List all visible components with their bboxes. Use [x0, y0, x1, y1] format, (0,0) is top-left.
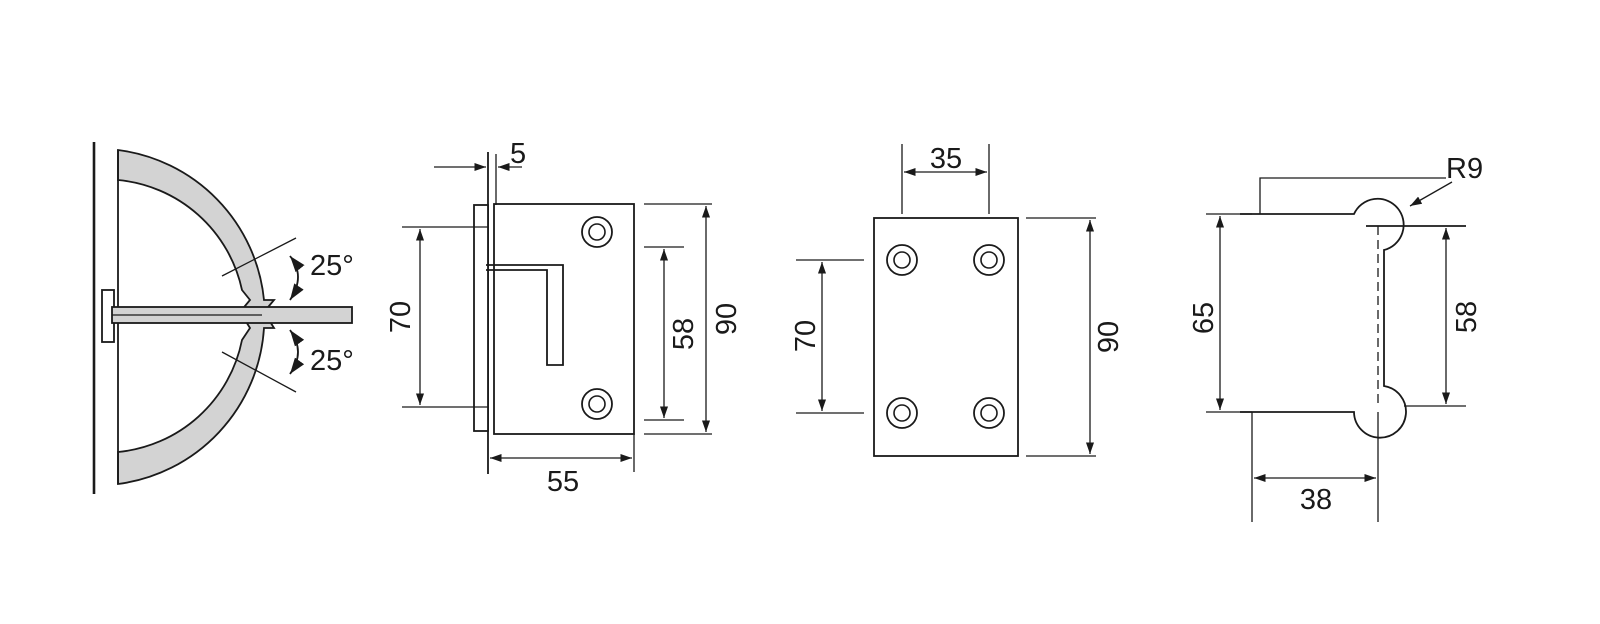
- upper-angle-label: 25°: [310, 250, 354, 282]
- r9-leader: [1409, 181, 1453, 207]
- dim-58-clamp-label: 58: [1451, 301, 1483, 333]
- dim-front-90-label: 90: [1093, 321, 1125, 353]
- side-lower-bolt: [581, 388, 613, 420]
- front-bolt-bottom-left: [886, 397, 918, 429]
- dim-58-label: 58: [668, 318, 700, 350]
- lower-angle-ref-line: [221, 351, 297, 393]
- front-bolt-bottom-right: [973, 397, 1005, 429]
- upper-angle-ref-line: [221, 237, 297, 277]
- dim-r9-label: R9: [1446, 153, 1483, 185]
- side-upper-bolt: [581, 216, 613, 248]
- hinge-body: [493, 203, 635, 435]
- dim-5-label: 5: [510, 138, 526, 170]
- side-view: 5 70 58 90 55: [385, 138, 743, 498]
- dim-70-label: 70: [385, 301, 417, 333]
- swing-view: 25° 25°: [92, 142, 354, 494]
- dim-90-label: 90: [711, 303, 743, 335]
- knuckle-shape: [486, 264, 564, 366]
- front-bolt-top-right: [973, 244, 1005, 276]
- dim-55-label: 55: [547, 466, 579, 498]
- front-view: 35 70 90: [790, 143, 1125, 457]
- dim-front-70-label: 70: [790, 320, 822, 352]
- clamp-profile-outline: [1240, 197, 1407, 439]
- lower-angle-arrow: [289, 329, 305, 375]
- lower-angle-label: 25°: [310, 345, 354, 377]
- upper-angle-arrow: [289, 255, 305, 301]
- r9-ref-bracket: [1259, 177, 1446, 214]
- backplate-body: [473, 204, 489, 432]
- front-bolt-top-left: [886, 244, 918, 276]
- dim-38-label: 38: [1300, 484, 1332, 516]
- swing-arc-shaded: [117, 148, 276, 486]
- clamp-profile-view: R9 65 58 38: [1188, 153, 1483, 522]
- dim-65-label: 65: [1188, 302, 1220, 334]
- dim-35-label: 35: [930, 143, 962, 175]
